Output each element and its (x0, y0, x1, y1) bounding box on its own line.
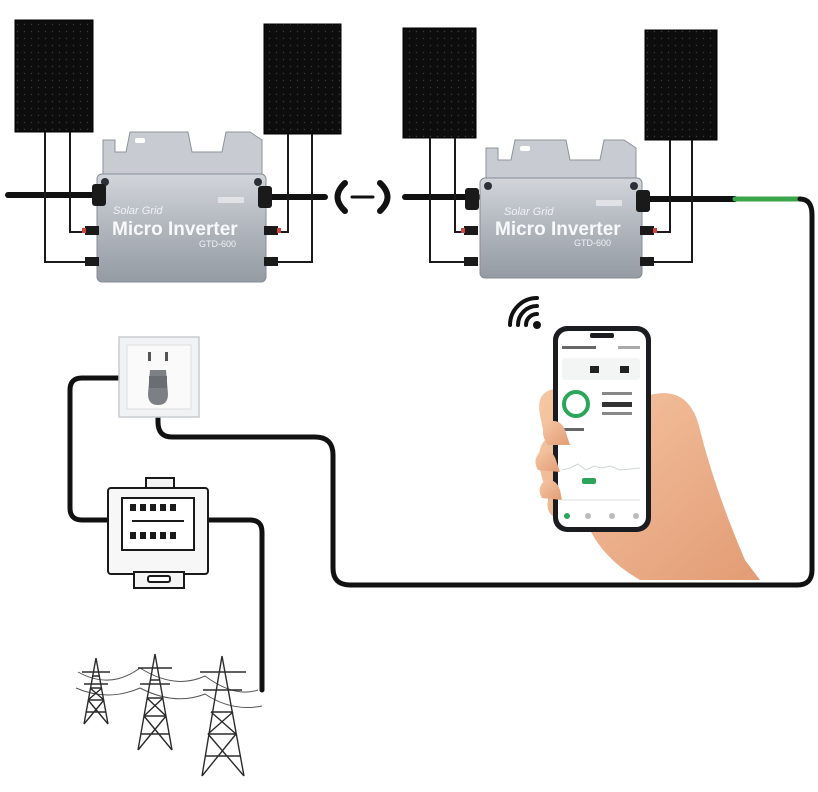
transmission-tower-icon (200, 655, 246, 777)
inverter-1-model: GTD-600 (199, 239, 236, 249)
micro-inverter-2: Solar Grid Micro Inverter GTD-600 (461, 139, 657, 279)
wifi-icon (508, 296, 541, 329)
micro-inverter-1: Solar Grid Micro Inverter GTD-600 (82, 131, 281, 283)
cable-link-break (334, 180, 391, 214)
thumb (535, 421, 570, 500)
electricity-meter-icon (107, 477, 209, 589)
inverter-1-brand: Solar Grid (113, 205, 163, 217)
inverter-2-title: Micro Inverter (495, 219, 621, 240)
solar-panel-4 (644, 29, 718, 263)
inverter-2-brand: Solar Grid (504, 206, 554, 218)
main-cables (5, 192, 815, 693)
inverter-2-model: GTD-600 (574, 238, 611, 248)
inverter-1-title: Micro Inverter (112, 219, 238, 240)
solar-panel-2 (263, 23, 342, 263)
solar-panel-3 (402, 27, 478, 263)
solar-panel-1 (14, 19, 94, 263)
wall-socket-icon (118, 336, 200, 418)
transmission-tower-icon (82, 657, 110, 725)
smartphone-icon (553, 326, 651, 532)
transmission-tower-icon (137, 653, 173, 751)
